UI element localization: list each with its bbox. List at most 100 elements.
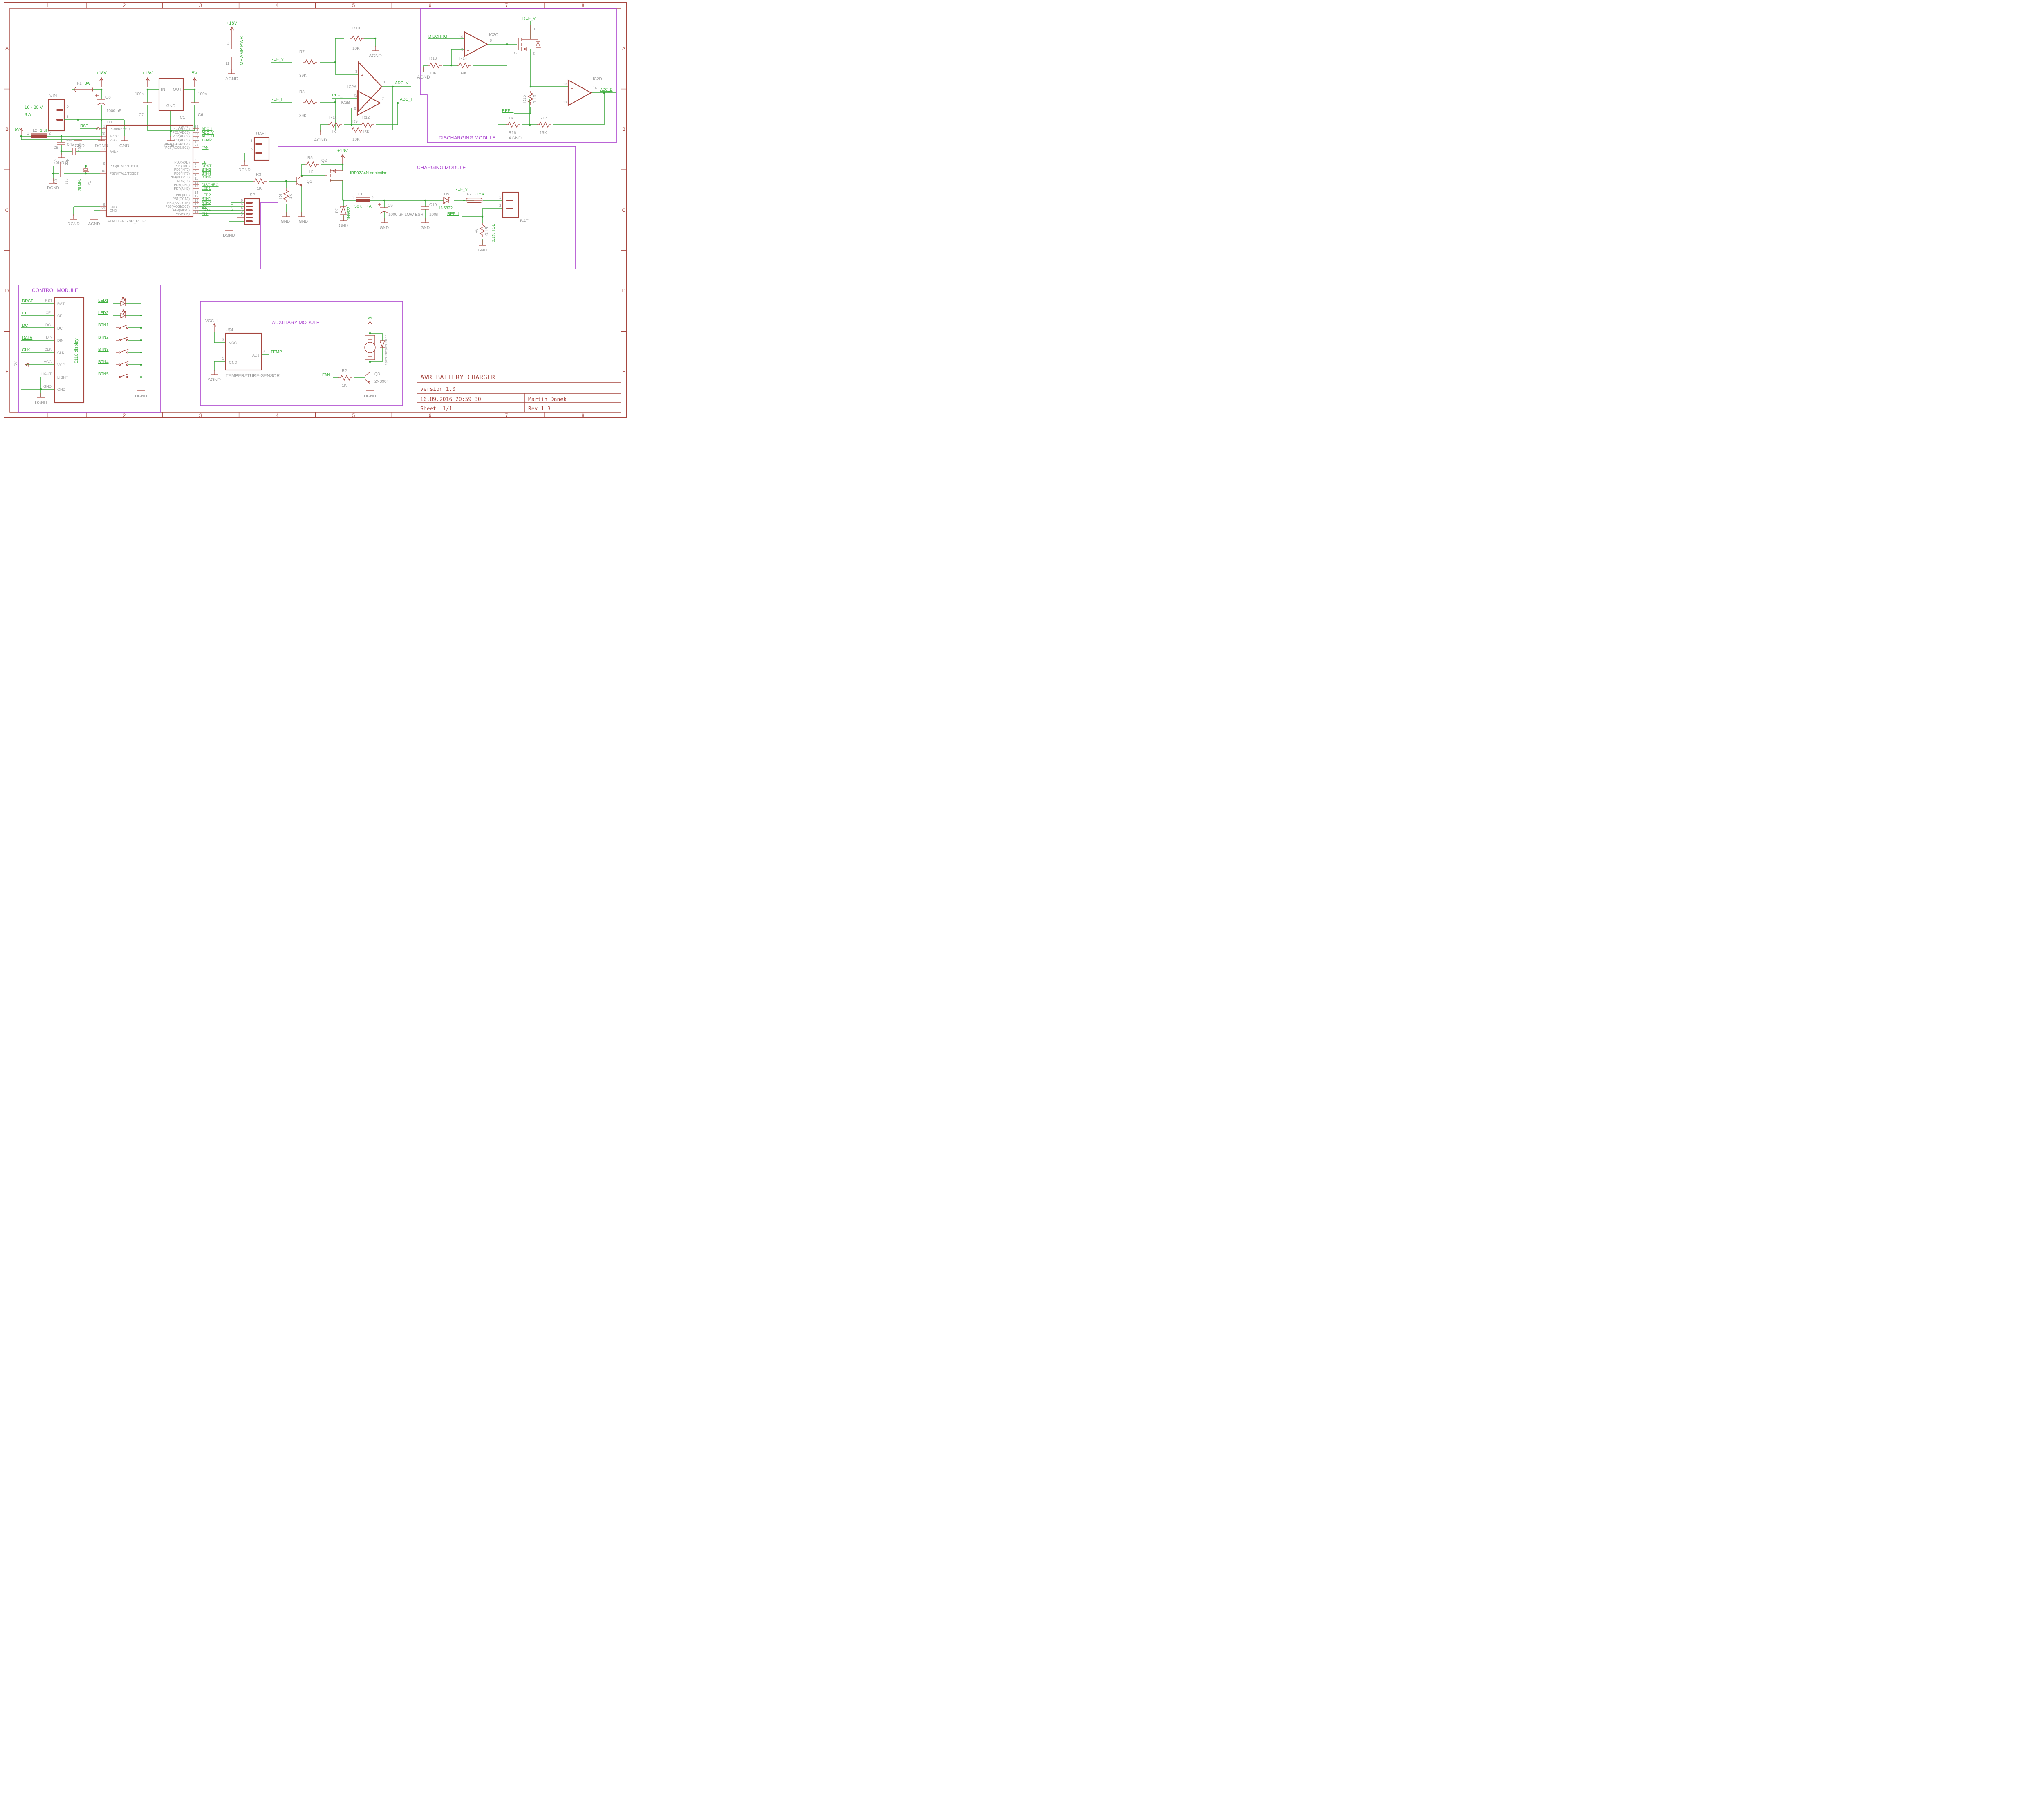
c10-value: 100n: [429, 213, 438, 217]
c3-capacitor-icon: [60, 169, 63, 177]
gnd-ground-icon: [298, 211, 306, 217]
frame-col-label: 3: [199, 413, 202, 418]
opamp-minus: −: [467, 48, 469, 53]
u1-pin-num: 15: [195, 195, 198, 198]
u1-pin-name: PC5(ADC5/SCL): [165, 146, 190, 150]
u1-pin-num: 26: [195, 136, 198, 140]
c8-value: 1000 uF: [106, 109, 121, 113]
btn3-switch-icon: [119, 349, 129, 354]
title-block-version: version 1.0: [420, 386, 455, 393]
r16-resistor-icon: [506, 122, 520, 128]
uart-connector-section: UART 1 2 DGND: [199, 132, 270, 173]
u1-pin-name: PB2(SS/OC1B): [167, 201, 190, 205]
r14-value: 39K: [459, 71, 467, 76]
r17-value: 15K: [540, 131, 547, 135]
r5-value: 1K: [308, 170, 314, 175]
r6-value: 0.1R: [485, 227, 489, 235]
agnd-ground-icon: [57, 153, 65, 158]
u1-pin-num: 2: [195, 158, 197, 162]
dgnd-ground-icon: [366, 386, 374, 391]
frame-row-label: A: [5, 46, 9, 52]
r13-resistor-icon: [427, 63, 442, 68]
power-arrow-icon: [368, 321, 372, 330]
agnd-ground-icon: [228, 68, 236, 74]
u1-mcu-body: [105, 124, 194, 218]
auxiliary-module-box: [200, 301, 403, 406]
frame-col-label: 1: [47, 2, 49, 8]
u4-gnd-pin: GND: [229, 361, 238, 365]
q1-label: Q1: [307, 179, 312, 184]
ic2d-label: IC2D: [593, 77, 602, 81]
u1-pin-name: PB1(OC1A): [173, 197, 190, 201]
opamp-pwr-label: OP AMP PWR: [239, 36, 244, 65]
frame-col-label: 4: [276, 413, 279, 418]
l1-inductor-icon: [356, 199, 370, 202]
fan-motor-icon: [364, 335, 376, 360]
q2-value: IRF9Z34N or similar: [350, 171, 387, 175]
ce-net-label: CE: [22, 311, 28, 316]
r17-resistor-icon: [537, 122, 551, 128]
net-label: DISCHRG: [202, 183, 219, 187]
u4-vcc-pin: VCC: [229, 341, 237, 345]
c4-value: 100n: [78, 143, 82, 151]
display-value: 5110 display: [74, 338, 79, 363]
dgnd-label: DGND: [364, 394, 376, 399]
ic2d-pin13: 13: [563, 100, 567, 104]
net-label: ADC_V: [202, 130, 214, 135]
frame-col-label: 6: [429, 2, 432, 8]
isp-pin1: 1: [241, 217, 243, 221]
display-pin-name: DIN: [57, 339, 64, 343]
u1-pin-num: 16: [195, 199, 198, 202]
u1-pin-name: AVCC: [110, 135, 119, 138]
r12-resistor-icon: [359, 122, 374, 128]
frame-col-label: 5: [352, 2, 355, 8]
r11-value: 1K: [331, 130, 336, 135]
dgnd-label: DGND: [223, 233, 235, 238]
frame-row-label: D: [622, 288, 626, 294]
refi-net-label: REF_I: [332, 93, 343, 98]
u1-pin-name: PC2(ADC2): [173, 135, 190, 138]
ic2b-pin7: 7: [382, 96, 384, 101]
frame-col-label: 8: [582, 413, 585, 418]
frame-col-label: 2: [123, 413, 126, 418]
y1-label: Y1: [87, 181, 92, 185]
u1-pin-num: 7: [103, 136, 105, 139]
q3-label: Q3: [374, 372, 380, 377]
power-input-section: VIN 16 - 20 V 3 A 2 1 F1 3A +18V C8 1000…: [25, 71, 129, 148]
frame-col-label: 2: [123, 2, 126, 8]
u1-pin-num: 28: [195, 144, 198, 147]
display-pin-name: RST: [57, 302, 65, 306]
discharging-module: DISCHRG + − 10 9 IC2C 8 R13 10K R14 39K …: [417, 16, 616, 141]
rst-pin-circle: [96, 127, 100, 130]
d7-schottky-icon: [340, 205, 347, 215]
net-label: ADC_D: [202, 134, 214, 138]
gnd-ground-icon: [120, 135, 128, 141]
r16-value: 1K: [509, 116, 514, 121]
dgnd-label: DGND: [35, 401, 47, 405]
r4-label: R4: [278, 193, 283, 199]
gnd-label: GND: [339, 224, 348, 228]
u1-pin-num: 13: [195, 184, 198, 188]
wire-pin-name: LIGHT: [40, 372, 52, 376]
u1-pin-name: PB5(SCK): [175, 212, 190, 216]
r14-label: R14: [459, 56, 467, 61]
display-pin-name: CE: [57, 314, 63, 318]
c5-capacitor-icon: [57, 142, 66, 145]
power-arrow-icon: [340, 154, 345, 165]
r15-value: 0.1R: [533, 94, 538, 103]
dgnd-ground-icon: [37, 392, 45, 398]
spice-order-note: SpiceOrder 2: [385, 335, 388, 352]
l1-pin1: 1: [352, 196, 354, 200]
led2-net-label: LED2: [98, 311, 108, 315]
u1-pin-num: 23: [195, 125, 198, 128]
u1-pin-name: PB0(ICP): [176, 193, 190, 197]
l2-pin1: 1: [27, 131, 29, 135]
l1-pin2: 2: [372, 196, 374, 200]
opamp-pwr-pin4: 4: [227, 42, 229, 46]
refi-net-label: REF_I: [447, 212, 459, 216]
u1-pin-num: 17: [195, 202, 198, 206]
p5v-label: 5V: [14, 361, 18, 366]
p5v-label: 5V: [368, 316, 373, 320]
c2-label: C2: [54, 159, 58, 164]
net-label: BTN3: [202, 168, 211, 172]
